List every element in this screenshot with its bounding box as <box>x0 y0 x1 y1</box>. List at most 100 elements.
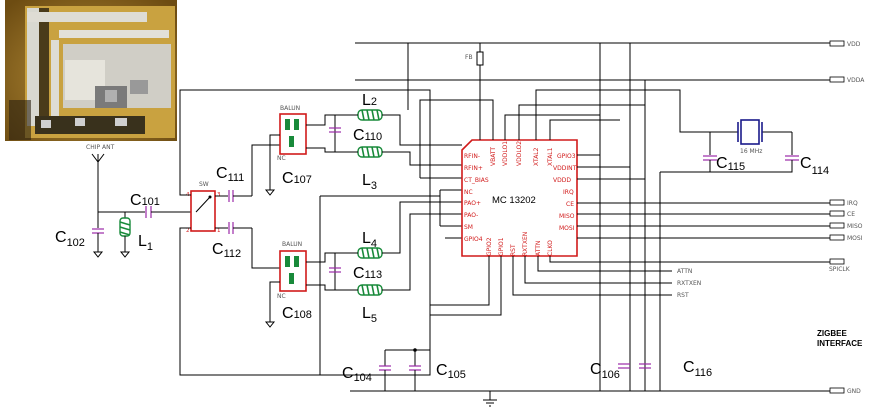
c113-label: C113 <box>353 265 382 282</box>
c104-label: C104 <box>342 365 372 384</box>
c102-label: C102 <box>55 229 85 249</box>
pin-pao-minus: PAO- <box>464 212 478 219</box>
pin-vddint: VDDINT <box>553 165 577 172</box>
ic-right-pins: GPIO3 VDDINT VDDD IRQ CE MISO MOSI <box>553 153 577 232</box>
xtal1-wire <box>549 119 620 140</box>
l2-coil-icon <box>357 109 383 121</box>
rfin-plus-wire <box>382 151 462 166</box>
switch-contact <box>208 195 212 199</box>
l5-label: L5 <box>362 305 377 325</box>
pin-attn: ATTN <box>535 241 542 256</box>
gpio1-wire <box>430 256 502 316</box>
component-labels: C101 C102 L1 C111 C112 C107 C108 L2 L3 L… <box>55 92 829 384</box>
miso-connector: MISO <box>829 222 863 230</box>
rf-switch <box>190 190 216 232</box>
balun-bottom <box>279 250 307 292</box>
svg-text:1: 1 <box>217 228 221 234</box>
antenna-icon <box>91 153 105 212</box>
ground-icon <box>483 399 497 407</box>
ic-top-pins: VBATT VDDLO1 VDDLO2 XTAL2 XTAL1 <box>490 141 554 166</box>
fb-label: FB <box>465 54 473 61</box>
l3-coil-icon <box>357 146 383 158</box>
c107-label: C107 <box>282 170 312 187</box>
c112-to-balun <box>251 228 280 269</box>
irq-label: IRQ <box>847 200 858 207</box>
c114-label: C114 <box>800 155 829 177</box>
pin-vbatt: VBATT <box>490 147 497 166</box>
balun-top-coils-icon <box>285 119 299 147</box>
c115-label: C115 <box>716 155 745 173</box>
vdda-label: VDDA <box>847 77 865 84</box>
pin-ce: CE <box>566 201 574 208</box>
spiclk-label: SPICLK <box>829 266 851 273</box>
chip-ant-label: CHIP ANT <box>86 144 115 151</box>
pin-irq: IRQ <box>563 189 574 196</box>
ic-left-pins: RFIN- RFIN+ CT_BIAS NC PAO+ PAO- SM GPIO… <box>464 153 489 243</box>
c116-label: C116 <box>683 359 712 379</box>
c111-label: C111 <box>216 165 244 184</box>
gpio2-wire <box>430 256 490 306</box>
pin-xtal1: XTAL1 <box>547 147 554 166</box>
ce-label: CE <box>847 211 855 218</box>
pin-vddd: VDDD <box>553 177 571 184</box>
sw-label: SW <box>199 181 209 188</box>
vdd-connector: VDD <box>829 40 861 48</box>
pin-gpio2: GPIO2 <box>486 237 493 256</box>
rxtxen-wire <box>524 256 672 284</box>
balun-top-out-a <box>306 114 340 126</box>
gnd-label: GND <box>847 388 861 395</box>
rxtxen-label: RXTXEN <box>677 280 701 287</box>
pin-ct-bias: CT_BIAS <box>464 177 489 184</box>
vddlo2-wire <box>518 104 645 140</box>
pin-vddlo2: VDDLO2 <box>516 141 523 166</box>
spiclk-connector: SPICLK <box>829 258 851 273</box>
crystal-icon <box>737 119 763 145</box>
pin-rfin-plus: RFIN+ <box>464 165 483 172</box>
mc13202-chip: MC 13202 <box>461 139 578 257</box>
miso-label: MISO <box>847 223 863 230</box>
l4-label: L4 <box>362 230 377 250</box>
balun-top-out-b <box>306 147 340 153</box>
pin-pao-plus: PAO+ <box>464 200 481 207</box>
xtal-freq-label: 16 MHz <box>740 148 762 155</box>
pin-xtal2: XTAL2 <box>533 147 540 166</box>
ground-icon <box>264 189 276 196</box>
pin-nc: NC <box>464 189 473 196</box>
ic-name: MC 13202 <box>492 195 536 206</box>
svg-text:2: 2 <box>186 228 190 234</box>
balun-bot-gnd <box>269 281 280 322</box>
spiclk-wire <box>549 256 830 263</box>
nc-bot-label: NC <box>277 293 286 300</box>
c101-label: C101 <box>130 192 160 209</box>
l1-coil-icon <box>119 217 131 237</box>
zigbee-label: ZIGBEE <box>817 329 847 338</box>
c106-label: C106 <box>590 361 620 381</box>
svg-text:3: 3 <box>217 192 221 198</box>
c112-label: C112 <box>212 241 241 260</box>
pin-gpio4: GPIO4 <box>464 236 483 243</box>
balun-bot-out-a <box>306 252 340 263</box>
pin-gpio3: GPIO3 <box>557 153 576 160</box>
board-photo-art <box>5 0 177 141</box>
pin-clko: CLKO <box>547 240 554 256</box>
balun-top <box>279 113 307 155</box>
balun-bot-label: BALUN <box>282 241 302 248</box>
c108-label: C108 <box>282 305 312 322</box>
ground-icon <box>264 321 276 328</box>
pao-plus-wire <box>382 201 462 254</box>
pin-rfin-minus: RFIN- <box>464 153 480 160</box>
pin-vddlo1: VDDLO1 <box>502 141 509 166</box>
balun-top-gnd <box>269 134 280 190</box>
switch-control-wire <box>179 89 431 376</box>
xtal-cap-gnd <box>709 160 793 173</box>
pin-gpio1: GPIO1 <box>498 237 505 256</box>
attn-label: ATTN <box>677 268 692 275</box>
l2-label: L2 <box>362 92 377 109</box>
rst-wire <box>512 256 672 296</box>
balun-bot-out-b <box>306 284 340 291</box>
switch-blade <box>195 196 211 213</box>
mosi-connector: MOSI <box>829 234 863 242</box>
balun-bottom-coils-icon <box>285 256 299 284</box>
ground-icon <box>119 251 131 258</box>
